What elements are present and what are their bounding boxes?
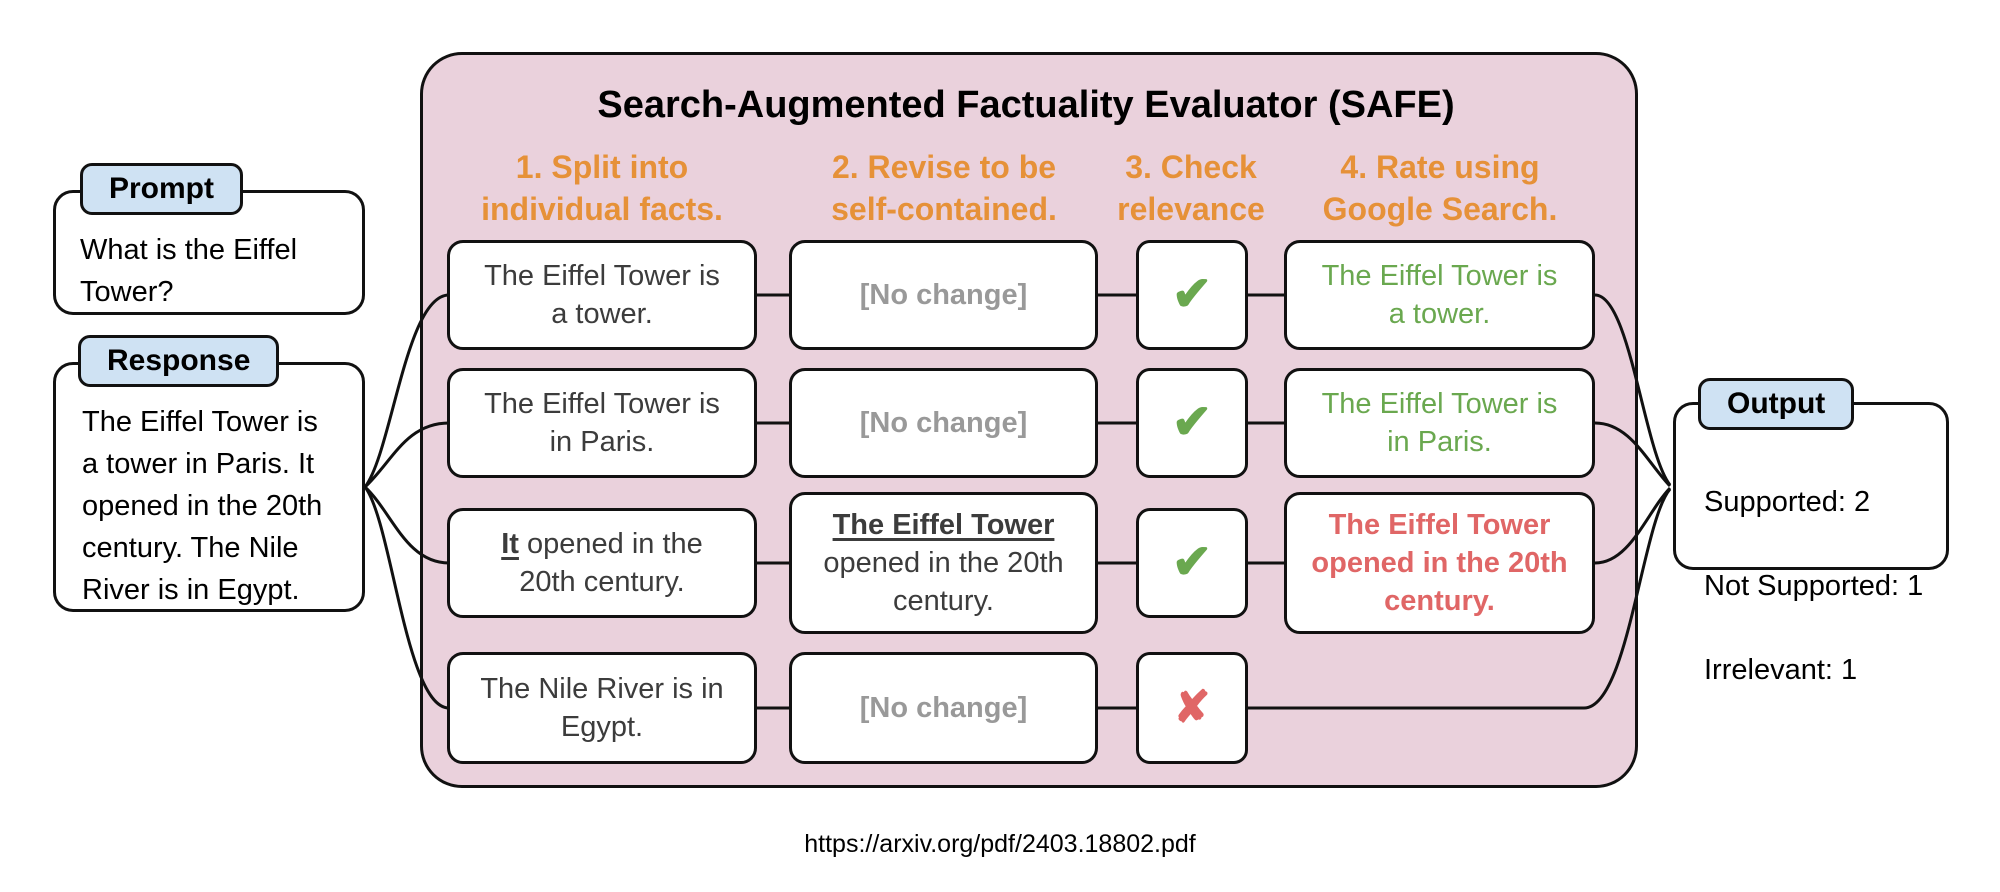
output-line-irrelevant: Irrelevant: 1 [1704, 654, 1858, 686]
rating-box-1: The Eiffel Tower is a tower. [1284, 240, 1595, 350]
safe-title: Search-Augmented Factuality Evaluator (S… [597, 84, 1455, 126]
revision-box-1: [No change] [789, 240, 1098, 350]
revision-text-2: [No change] [859, 406, 1028, 439]
step-header-4: 4. Rate using Google Search. [1322, 149, 1558, 228]
fact-text-1: The Eiffel Tower is a tower. [484, 259, 720, 330]
response-box: The Eiffel Tower is a tower in Paris. It… [53, 362, 365, 612]
output-label: Output [1698, 378, 1855, 430]
relevance-box-3: ✔ [1136, 508, 1248, 618]
step-header-2: 2. Revise to be self-contained. [831, 149, 1057, 228]
fact-text-4: The Nile River is in Egypt. [480, 672, 724, 743]
step-header-3: 3. Check relevance [1117, 149, 1265, 228]
cross-icon: ✘ [1173, 683, 1211, 732]
fact-text-3: It opened in the 20th century. [501, 525, 703, 602]
step-header-1: 1. Split into individual facts. [481, 149, 723, 228]
response-label: Response [78, 335, 280, 387]
revision-box-3: The Eiffel Tower opened in the 20th cent… [789, 492, 1098, 634]
prompt-label: Prompt [80, 163, 243, 215]
prompt-text: What is the Eiffel Tower? [80, 234, 298, 308]
response-text: The Eiffel Tower is a tower in Paris. It… [82, 406, 323, 606]
fact-box-3: It opened in the 20th century. [447, 508, 757, 618]
fact-box-2: The Eiffel Tower is in Paris. [447, 368, 757, 478]
rating-text-3: The Eiffel Tower opened in the 20th cent… [1311, 508, 1568, 618]
fact-box-4: The Nile River is in Egypt. [447, 652, 757, 764]
rating-box-2: The Eiffel Tower is in Paris. [1284, 368, 1595, 478]
rating-text-1: The Eiffel Tower is a tower. [1321, 259, 1558, 330]
revision-box-4: [No change] [789, 652, 1098, 764]
output-line-not-supported: Not Supported: 1 [1704, 570, 1924, 602]
revision-box-2: [No change] [789, 368, 1098, 478]
revision-emphasis-3: The Eiffel Tower [832, 508, 1055, 541]
source-url: https://arxiv.org/pdf/2403.18802.pdf [804, 830, 1196, 858]
rating-text-2: The Eiffel Tower is in Paris. [1321, 387, 1558, 458]
output-line-supported: Supported: 2 [1704, 486, 1871, 518]
relevance-box-2: ✔ [1136, 368, 1248, 478]
check-icon: ✔ [1171, 268, 1213, 321]
output-box: Supported: 2 Not Supported: 1 Irrelevant… [1673, 402, 1949, 686]
revision-text-4: [No change] [859, 691, 1028, 724]
rating-box-3: The Eiffel Tower opened in the 20th cent… [1284, 492, 1595, 634]
relevance-box-4: ✘ [1136, 652, 1248, 764]
check-icon: ✔ [1171, 396, 1213, 449]
revision-text-3: The Eiffel Tower opened in the 20th cent… [823, 506, 1063, 621]
fact-box-1: The Eiffel Tower is a tower. [447, 240, 757, 350]
relevance-box-1: ✔ [1136, 240, 1248, 350]
revision-rest-3: opened in the 20th century. [823, 546, 1064, 618]
fact-rest-3: opened in the 20th century. [519, 527, 703, 598]
revision-text-1: [No change] [859, 278, 1028, 311]
check-icon: ✔ [1171, 536, 1213, 589]
fact-emphasis-3: It [501, 527, 519, 560]
fact-text-2: The Eiffel Tower is in Paris. [484, 387, 720, 458]
